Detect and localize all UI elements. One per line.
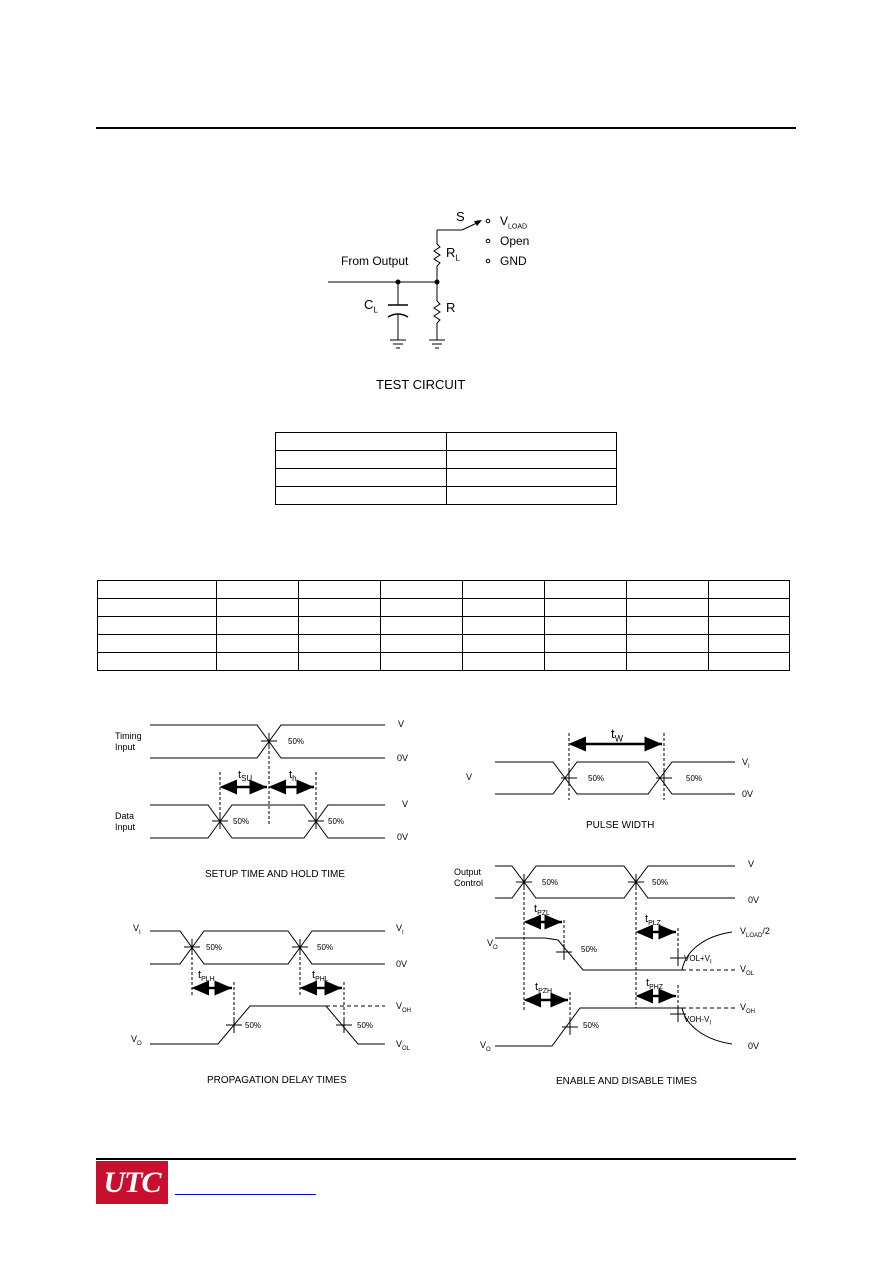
prop-vol: VOL (396, 1039, 411, 1052)
enable-output-low (495, 937, 682, 971)
pct-label: 50% (317, 943, 334, 952)
gnd-label: GND (500, 254, 527, 268)
enable-caption: ENABLE AND DISABLE TIMES (556, 1076, 697, 1087)
setup-0v-top: 0V (397, 753, 409, 763)
cl-label: CL (364, 297, 378, 315)
prop-vi-right: VI (396, 923, 404, 936)
pct-label: 50% (686, 774, 703, 783)
pct-label: 50% (542, 878, 559, 887)
pct-label: 50% (588, 774, 605, 783)
prop-vi-left: VI (133, 923, 141, 936)
enable-v-top: V (748, 859, 755, 869)
small-table (275, 432, 617, 505)
website-link-underline[interactable] (175, 1194, 316, 1195)
output-control-wave (495, 865, 735, 899)
enable-vol-right: VOL (740, 964, 755, 977)
prop-input-wave (150, 930, 385, 965)
switch-label: S (456, 209, 465, 224)
tphl-label: tPHL (312, 969, 329, 984)
tpzl-label: tPZL (534, 903, 550, 918)
switch-terminal (485, 238, 491, 244)
enable-0v-bot: 0V (748, 1041, 760, 1051)
test-circuit-title: TEST CIRCUIT (376, 377, 466, 392)
prop-voh: VOH (396, 1001, 412, 1014)
data-input-label: Data Input (115, 811, 136, 832)
pct-label: 50% (233, 817, 250, 826)
enable-vo-bot: VO (480, 1040, 491, 1053)
pulse-wave (495, 761, 735, 795)
enable-voh-right: VOH (740, 1002, 756, 1015)
pulse-0v: 0V (742, 789, 754, 799)
table-row (97, 580, 790, 599)
prop-0v: 0V (396, 959, 408, 969)
from-output-label: From Output (341, 254, 409, 268)
tsu-label: tSU (238, 769, 253, 784)
switch-arrow (474, 220, 482, 226)
tpzh-label: tPZH (535, 981, 553, 996)
timing-input-label: Timing Input (115, 731, 142, 752)
tplz-label: tPLZ (645, 913, 661, 928)
prop-input-wave (150, 930, 385, 965)
rl-label: RL (446, 245, 460, 263)
enable-output-high-curve (681, 1007, 733, 1045)
pulse-wave (495, 761, 735, 795)
pct-label: 50% (288, 737, 305, 746)
pct-label: 50% (206, 943, 223, 952)
big-table (97, 580, 790, 671)
enable-output-low-curve (681, 931, 733, 971)
output-control-wave (495, 865, 735, 899)
pulse-vi: VI (742, 757, 750, 770)
voh-vi-label: VOH-VI (684, 1015, 712, 1027)
pct-label: 50% (328, 817, 345, 826)
utc-logo: UTC (96, 1161, 168, 1204)
table-row (97, 634, 790, 653)
setup-v-top: V (398, 719, 405, 729)
r-label: R (446, 300, 456, 315)
prop-output-wave (150, 1005, 385, 1045)
setup-v-bot: V (402, 799, 409, 809)
table-row (97, 652, 790, 671)
data-input-wave (150, 804, 385, 839)
resistor-zigzag (433, 300, 441, 324)
vol-vi-label: VOL+VI (684, 954, 712, 966)
setup-0v-bot: 0V (397, 832, 409, 842)
tphz-label: tPHZ (646, 977, 664, 992)
table-row (275, 468, 617, 487)
th-label: th (289, 769, 297, 784)
setup-caption: SETUP TIME AND HOLD TIME (205, 869, 346, 880)
data-input-wave (150, 804, 385, 839)
footer-rule (96, 1158, 796, 1160)
switch-terminal (485, 218, 491, 224)
output-control-label: Output Control (454, 867, 484, 888)
table-row (275, 486, 617, 505)
prop-caption: PROPAGATION DELAY TIMES (207, 1075, 347, 1086)
enable-0v-top: 0V (748, 895, 760, 905)
pct-label: 50% (581, 945, 598, 954)
pct-label: 50% (583, 1021, 600, 1030)
tplh-label: tPLH (198, 969, 215, 984)
pulse-caption: PULSE WIDTH (586, 820, 655, 831)
header-rule (96, 127, 796, 129)
pct-label: 50% (245, 1021, 262, 1030)
resistor-zigzag (433, 243, 441, 267)
switch-terminal (485, 258, 491, 264)
open-label: Open (500, 234, 530, 248)
vload-half-label: VLOAD/2 (740, 926, 770, 939)
vload-label: VLOAD (500, 214, 528, 231)
enable-vo-mid: VO (487, 938, 498, 951)
pct-label: 50% (652, 878, 669, 887)
tw-label: tW (611, 726, 624, 744)
pct-label: 50% (357, 1021, 374, 1030)
test-circuit-diagram (328, 218, 491, 349)
prop-vo-left: VO (131, 1034, 142, 1047)
pulse-v-left: V (466, 772, 473, 782)
table-row (97, 616, 790, 635)
